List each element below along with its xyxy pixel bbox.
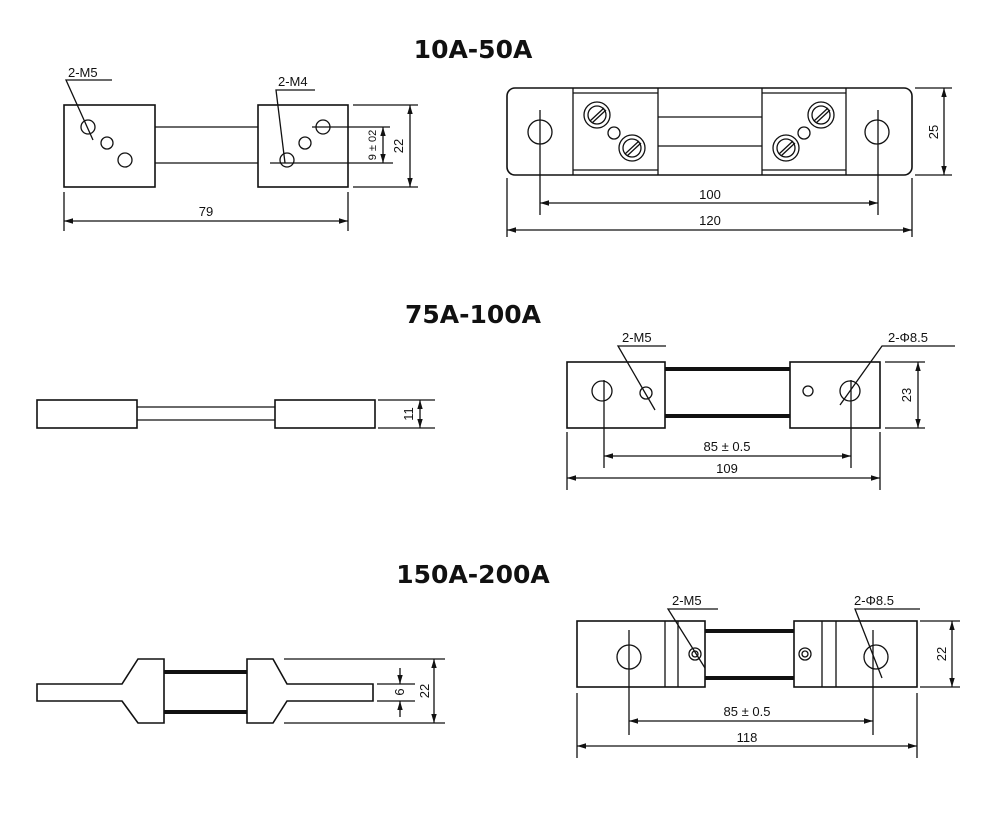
- label-2-m5: 2-M5: [672, 593, 702, 608]
- label-2-m4: 2-M4: [278, 74, 308, 89]
- dim-length: 118: [737, 730, 758, 745]
- label-2-m5: 2-M5: [68, 65, 98, 80]
- section-title-75a-100a: 75A-100A: [405, 300, 542, 329]
- top-view-150a-200a: 2-M5 2-Φ8.5 85 ± 0.5 118 22: [576, 593, 960, 758]
- dim-length: 120: [699, 213, 721, 228]
- dim-hole-spacing: 100: [699, 187, 721, 202]
- dim-hole-spacing: 85 ± 0.5: [704, 439, 751, 454]
- dim-height: 22: [391, 139, 406, 153]
- side-view-150a-200a: 22 6: [36, 658, 445, 724]
- dim-thickness: 11: [401, 407, 416, 421]
- section-title-10a-50a: 10A-50A: [414, 35, 533, 64]
- dim-length: 109: [716, 461, 738, 476]
- label-2-phi-8-5: 2-Φ8.5: [888, 330, 928, 345]
- top-view-75a-100a: 2-M5 2-Φ8.5 85 ± 0.5 109 23: [566, 330, 955, 490]
- side-view-10a-50a: 2-M5 2-M4 9 ± 02 22 79: [63, 65, 418, 231]
- dim-height: 22: [417, 684, 432, 698]
- top-view-10a-50a: 100 120 25: [506, 87, 952, 237]
- dim-length: 79: [199, 204, 213, 219]
- side-view-75a-100a: 11: [36, 399, 435, 429]
- screw-icon: [583, 101, 835, 162]
- label-2-phi-8-5: 2-Φ8.5: [854, 593, 894, 608]
- label-2-m5: 2-M5: [622, 330, 652, 345]
- dim-height: 23: [899, 388, 914, 402]
- dim-height: 25: [926, 125, 941, 139]
- dim-thickness: 6: [392, 688, 407, 695]
- dim-pitch: 9 ± 02: [367, 130, 379, 161]
- dim-hole-spacing: 85 ± 0.5: [724, 704, 771, 719]
- dim-height: 22: [934, 647, 949, 661]
- section-title-150a-200a: 150A-200A: [396, 560, 550, 589]
